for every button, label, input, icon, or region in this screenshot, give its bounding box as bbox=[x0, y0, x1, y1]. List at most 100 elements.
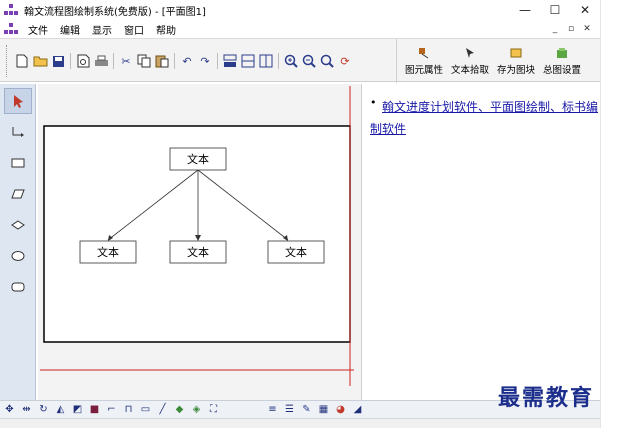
rounded-rect-tool-button[interactable] bbox=[4, 274, 32, 300]
group-icon[interactable]: ⊓ bbox=[124, 404, 133, 415]
line-tool-icon[interactable]: ╱ bbox=[159, 404, 166, 415]
diagram-svg: 文本 文本 文本 文本 bbox=[40, 86, 354, 386]
select-region-icon[interactable]: ⛶ bbox=[210, 404, 217, 415]
paint-bucket-icon[interactable]: ◕ bbox=[336, 404, 345, 415]
zoom-fit-icon[interactable] bbox=[319, 53, 335, 69]
connector-root-left[interactable] bbox=[107, 169, 199, 241]
flip-icon[interactable]: ◭ bbox=[56, 404, 65, 415]
fill-color-icon[interactable]: ■ bbox=[89, 404, 100, 415]
node-middle-label: 文本 bbox=[187, 245, 209, 259]
paste-icon[interactable] bbox=[154, 53, 170, 69]
element-properties-button[interactable]: 图元属性 bbox=[401, 39, 447, 83]
open-folder-icon[interactable] bbox=[32, 53, 48, 69]
diamond-icon bbox=[11, 220, 25, 230]
menu-help[interactable]: 帮助 bbox=[156, 25, 176, 37]
layout-horizontal-icon[interactable] bbox=[240, 53, 256, 69]
element-properties-icon bbox=[417, 47, 431, 59]
main-toolbar: ✂ ↶ ↷ ⟳ 图元属性 文本拾取 存为图块 总图设置 bbox=[0, 38, 600, 83]
text-pick-button[interactable]: 文本拾取 bbox=[447, 39, 493, 83]
toolbar-separator bbox=[70, 53, 71, 69]
zoom-in-icon[interactable] bbox=[283, 53, 299, 69]
ellipse-icon bbox=[11, 251, 25, 261]
menu-file[interactable]: 文件 bbox=[28, 25, 48, 37]
select-tool-button[interactable] bbox=[4, 88, 32, 114]
general-settings-icon bbox=[555, 47, 569, 59]
node-root-label: 文本 bbox=[187, 152, 209, 166]
print-icon[interactable] bbox=[93, 53, 109, 69]
undo-icon[interactable]: ↶ bbox=[182, 54, 192, 68]
zoom-out-icon[interactable] bbox=[301, 53, 317, 69]
menu-bar: 文件 编辑 显示 窗口 帮助 _ ▫ ✕ bbox=[0, 20, 600, 38]
maximize-button[interactable]: ☐ bbox=[549, 3, 561, 17]
text-pick-icon bbox=[463, 47, 477, 59]
menu-window[interactable]: 窗口 bbox=[124, 25, 144, 37]
refresh-icon[interactable]: ⟳ bbox=[340, 54, 350, 68]
redo-icon[interactable]: ↷ bbox=[200, 54, 210, 68]
distribute-horizontal-icon[interactable]: ⇹ bbox=[22, 404, 31, 415]
parallelogram-tool-button[interactable] bbox=[4, 181, 32, 207]
minimize-button[interactable]: — bbox=[519, 3, 531, 17]
rotate-icon[interactable]: ↻ bbox=[39, 404, 48, 415]
move-icon[interactable]: ✥ bbox=[5, 404, 14, 415]
insert-shape-icon[interactable]: ◈ bbox=[192, 404, 201, 415]
toolbar-separator bbox=[217, 53, 218, 69]
insert-image-icon[interactable]: ◆ bbox=[175, 404, 184, 415]
toolbar-big-buttons: 图元属性 文本拾取 存为图块 总图设置 bbox=[396, 39, 585, 83]
connector-root-right[interactable] bbox=[197, 169, 289, 241]
text-pick-label: 文本拾取 bbox=[450, 64, 489, 76]
ellipse-tool-button[interactable] bbox=[4, 243, 32, 269]
node-right-label: 文本 bbox=[285, 245, 307, 259]
pen-color-icon[interactable]: ✎ bbox=[302, 404, 311, 415]
rounded-rectangle-icon bbox=[11, 282, 25, 292]
frame-icon[interactable]: ▭ bbox=[140, 404, 151, 415]
rectangle-icon bbox=[11, 158, 25, 168]
general-settings-button[interactable]: 总图设置 bbox=[539, 39, 585, 83]
window-edge bbox=[600, 0, 622, 428]
general-settings-label: 总图设置 bbox=[542, 64, 581, 76]
toolbar-separator bbox=[113, 53, 114, 69]
node-right[interactable]: 文本 bbox=[267, 240, 325, 264]
layout-stack-icon[interactable] bbox=[222, 53, 238, 69]
copy-icon[interactable] bbox=[136, 53, 152, 69]
new-file-icon[interactable] bbox=[14, 53, 30, 69]
save-icon[interactable] bbox=[50, 53, 66, 69]
side-panel: • 翰文进度计划软件、平面图绘制、标书编制软件 bbox=[362, 84, 600, 400]
tool-palette bbox=[0, 84, 36, 400]
toolbar-grip[interactable] bbox=[6, 45, 9, 77]
node-left[interactable]: 文本 bbox=[79, 240, 137, 264]
elbow-connector-icon bbox=[12, 127, 24, 137]
line-weight-icon[interactable]: ☰ bbox=[285, 404, 294, 415]
menu-view[interactable]: 显示 bbox=[92, 25, 112, 37]
layout-vertical-icon[interactable] bbox=[258, 53, 274, 69]
line-style-icon[interactable]: ≡ bbox=[268, 404, 277, 415]
toolbar-separator bbox=[174, 53, 175, 69]
mdi-restore-button[interactable]: ▫ bbox=[567, 23, 575, 34]
product-link[interactable]: 翰文进度计划软件、平面图绘制、标书编制软件 bbox=[370, 100, 599, 136]
menu-edit[interactable]: 编辑 bbox=[60, 25, 80, 37]
corner-icon[interactable]: ⌐ bbox=[107, 404, 116, 415]
node-middle[interactable]: 文本 bbox=[169, 240, 227, 264]
arrowhead-left bbox=[108, 235, 113, 241]
close-button[interactable]: ✕ bbox=[579, 3, 591, 17]
select-arrow-icon bbox=[14, 95, 23, 108]
rectangle-tool-button[interactable] bbox=[4, 150, 32, 176]
node-left-label: 文本 bbox=[97, 245, 119, 259]
drawing-canvas[interactable]: 文本 文本 文本 文本 bbox=[38, 84, 362, 400]
element-properties-label: 图元属性 bbox=[404, 64, 443, 76]
arrowhead-middle bbox=[195, 235, 201, 241]
print-preview-icon[interactable] bbox=[75, 53, 91, 69]
cut-icon[interactable]: ✂ bbox=[121, 54, 131, 68]
status-bar bbox=[0, 418, 600, 428]
node-root[interactable]: 文本 bbox=[169, 147, 227, 171]
arrow-style-icon[interactable]: ◢ bbox=[353, 404, 362, 415]
mdi-close-button[interactable]: ✕ bbox=[583, 23, 591, 34]
diamond-tool-button[interactable] bbox=[4, 212, 32, 238]
connector-tool-button[interactable] bbox=[4, 119, 32, 145]
parallelogram-icon bbox=[11, 189, 25, 199]
document-logo-icon[interactable] bbox=[4, 23, 18, 35]
mdi-minimize-button[interactable]: _ bbox=[552, 23, 558, 34]
save-as-block-button[interactable]: 存为图块 bbox=[493, 39, 539, 83]
save-as-block-icon bbox=[509, 47, 523, 59]
bring-front-icon[interactable]: ◩ bbox=[72, 404, 83, 415]
pattern-icon[interactable]: ▦ bbox=[318, 404, 329, 415]
